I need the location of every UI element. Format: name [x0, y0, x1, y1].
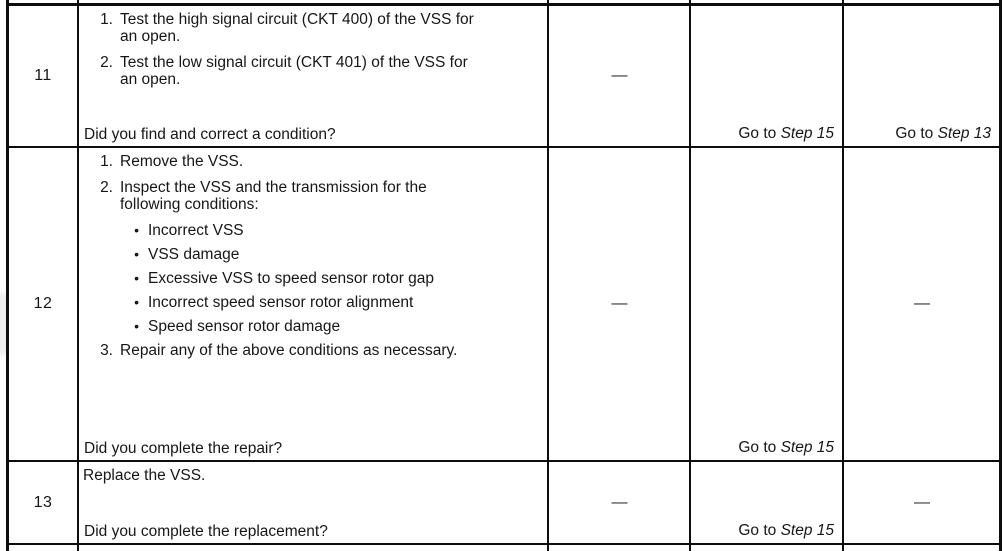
item-text: Speed sensor rotor damage [148, 318, 341, 335]
action-item: 3. Repair any of the above conditions as… [95, 342, 545, 359]
step-number: 12 [33, 295, 53, 312]
value-dash: — [611, 67, 628, 84]
bullet-icon: • [134, 246, 139, 262]
no-cell: Go to Step 13 [844, 6, 999, 146]
goto-step-ref: Step 13 [937, 125, 991, 142]
step-cell: 12 [9, 148, 79, 460]
goto-step-link: Go to Step 15 [738, 439, 834, 456]
goto-step-link: Go to Step 13 [895, 125, 991, 142]
question-text: Did you find and correct a condition? [84, 126, 336, 143]
item-text: Repair any of the above conditions as ne… [120, 342, 458, 359]
item-marker: 2. [100, 54, 113, 71]
bullet-icon: • [134, 294, 139, 310]
bullet-item: • VSS damage [131, 246, 545, 263]
no-cell: — [844, 462, 999, 543]
table-row-step-11: 11 1. Test the high signal circuit (CKT … [9, 6, 999, 148]
item-text: Replace the VSS. [83, 467, 206, 484]
item-text: Inspect the VSS and the transmission for… [120, 179, 427, 213]
table-row-step-13: 13 Replace the VSS. Did you complete the… [9, 462, 999, 545]
action-cell: Replace the VSS. Did you complete the re… [79, 462, 549, 543]
item-marker: 1. [100, 153, 113, 170]
goto-prefix: Go to [738, 439, 781, 456]
bullet-icon: • [134, 270, 139, 286]
goto-prefix: Go to [895, 125, 938, 142]
value-cell: — [549, 148, 691, 460]
goto-step-ref: Step 15 [780, 522, 834, 539]
item-text: VSS damage [148, 246, 240, 263]
action-cell: 1. Test the high signal circuit (CKT 400… [79, 6, 549, 146]
yes-cell: Go to Step 15 [691, 462, 844, 543]
goto-step-ref: Step 15 [780, 439, 834, 456]
step-cell: 13 [9, 462, 79, 543]
diagnostic-table: 11 1. Test the high signal circuit (CKT … [6, 0, 1002, 551]
no-dash: — [914, 295, 930, 312]
action-item: 1. Remove the VSS. [95, 153, 545, 170]
bullet-icon: • [134, 318, 139, 334]
item-text: Test the high signal circuit (CKT 400) o… [120, 11, 474, 45]
step-cell: 11 [9, 6, 79, 146]
item-marker: 3. [100, 342, 113, 359]
goto-prefix: Go to [738, 125, 781, 142]
step-number: 11 [34, 67, 52, 84]
bullet-item: • Excessive VSS to speed sensor rotor ga… [131, 270, 545, 287]
question-text: Did you complete the repair? [84, 440, 283, 457]
no-dash: — [914, 493, 930, 511]
bullet-item: • Incorrect VSS [131, 222, 545, 239]
goto-step-ref: Step 15 [780, 125, 834, 142]
bullet-icon: • [134, 222, 139, 238]
yes-cell: Go to Step 15 [691, 6, 844, 146]
item-marker: 1. [100, 11, 113, 28]
value-dash: — [611, 295, 628, 312]
item-text: Remove the VSS. [120, 153, 244, 170]
table-row-step-12: 12 1. Remove the VSS. 2. Inspect the VSS… [9, 148, 999, 462]
action-item: 2. Inspect the VSS and the transmission … [95, 179, 545, 213]
bullet-item: • Speed sensor rotor damage [131, 318, 545, 335]
table-row-partial-bottom [9, 545, 999, 551]
item-text: Incorrect speed sensor rotor alignment [148, 294, 414, 311]
no-cell: — [844, 148, 999, 460]
question-text: Did you complete the replacement? [84, 523, 328, 540]
item-text: Incorrect VSS [148, 222, 244, 239]
goto-step-link: Go to Step 15 [738, 522, 834, 539]
step-number: 13 [33, 493, 53, 511]
action-item: Replace the VSS. [83, 467, 545, 484]
action-cell: 1. Remove the VSS. 2. Inspect the VSS an… [79, 148, 549, 460]
item-text: Test the low signal circuit (CKT 401) of… [120, 54, 468, 88]
action-item: 2. Test the low signal circuit (CKT 401)… [95, 54, 545, 88]
yes-cell: Go to Step 15 [691, 148, 844, 460]
value-cell: — [549, 6, 691, 146]
goto-prefix: Go to [738, 522, 781, 539]
item-marker: 2. [100, 179, 113, 196]
bullet-item: • Incorrect speed sensor rotor alignment [131, 294, 545, 311]
table-row-partial-top [9, 0, 999, 8]
value-cell: — [549, 462, 691, 543]
goto-step-link: Go to Step 15 [738, 125, 834, 142]
value-dash: — [611, 493, 628, 511]
action-item: 1. Test the high signal circuit (CKT 400… [95, 11, 545, 45]
item-text: Excessive VSS to speed sensor rotor gap [148, 270, 435, 287]
